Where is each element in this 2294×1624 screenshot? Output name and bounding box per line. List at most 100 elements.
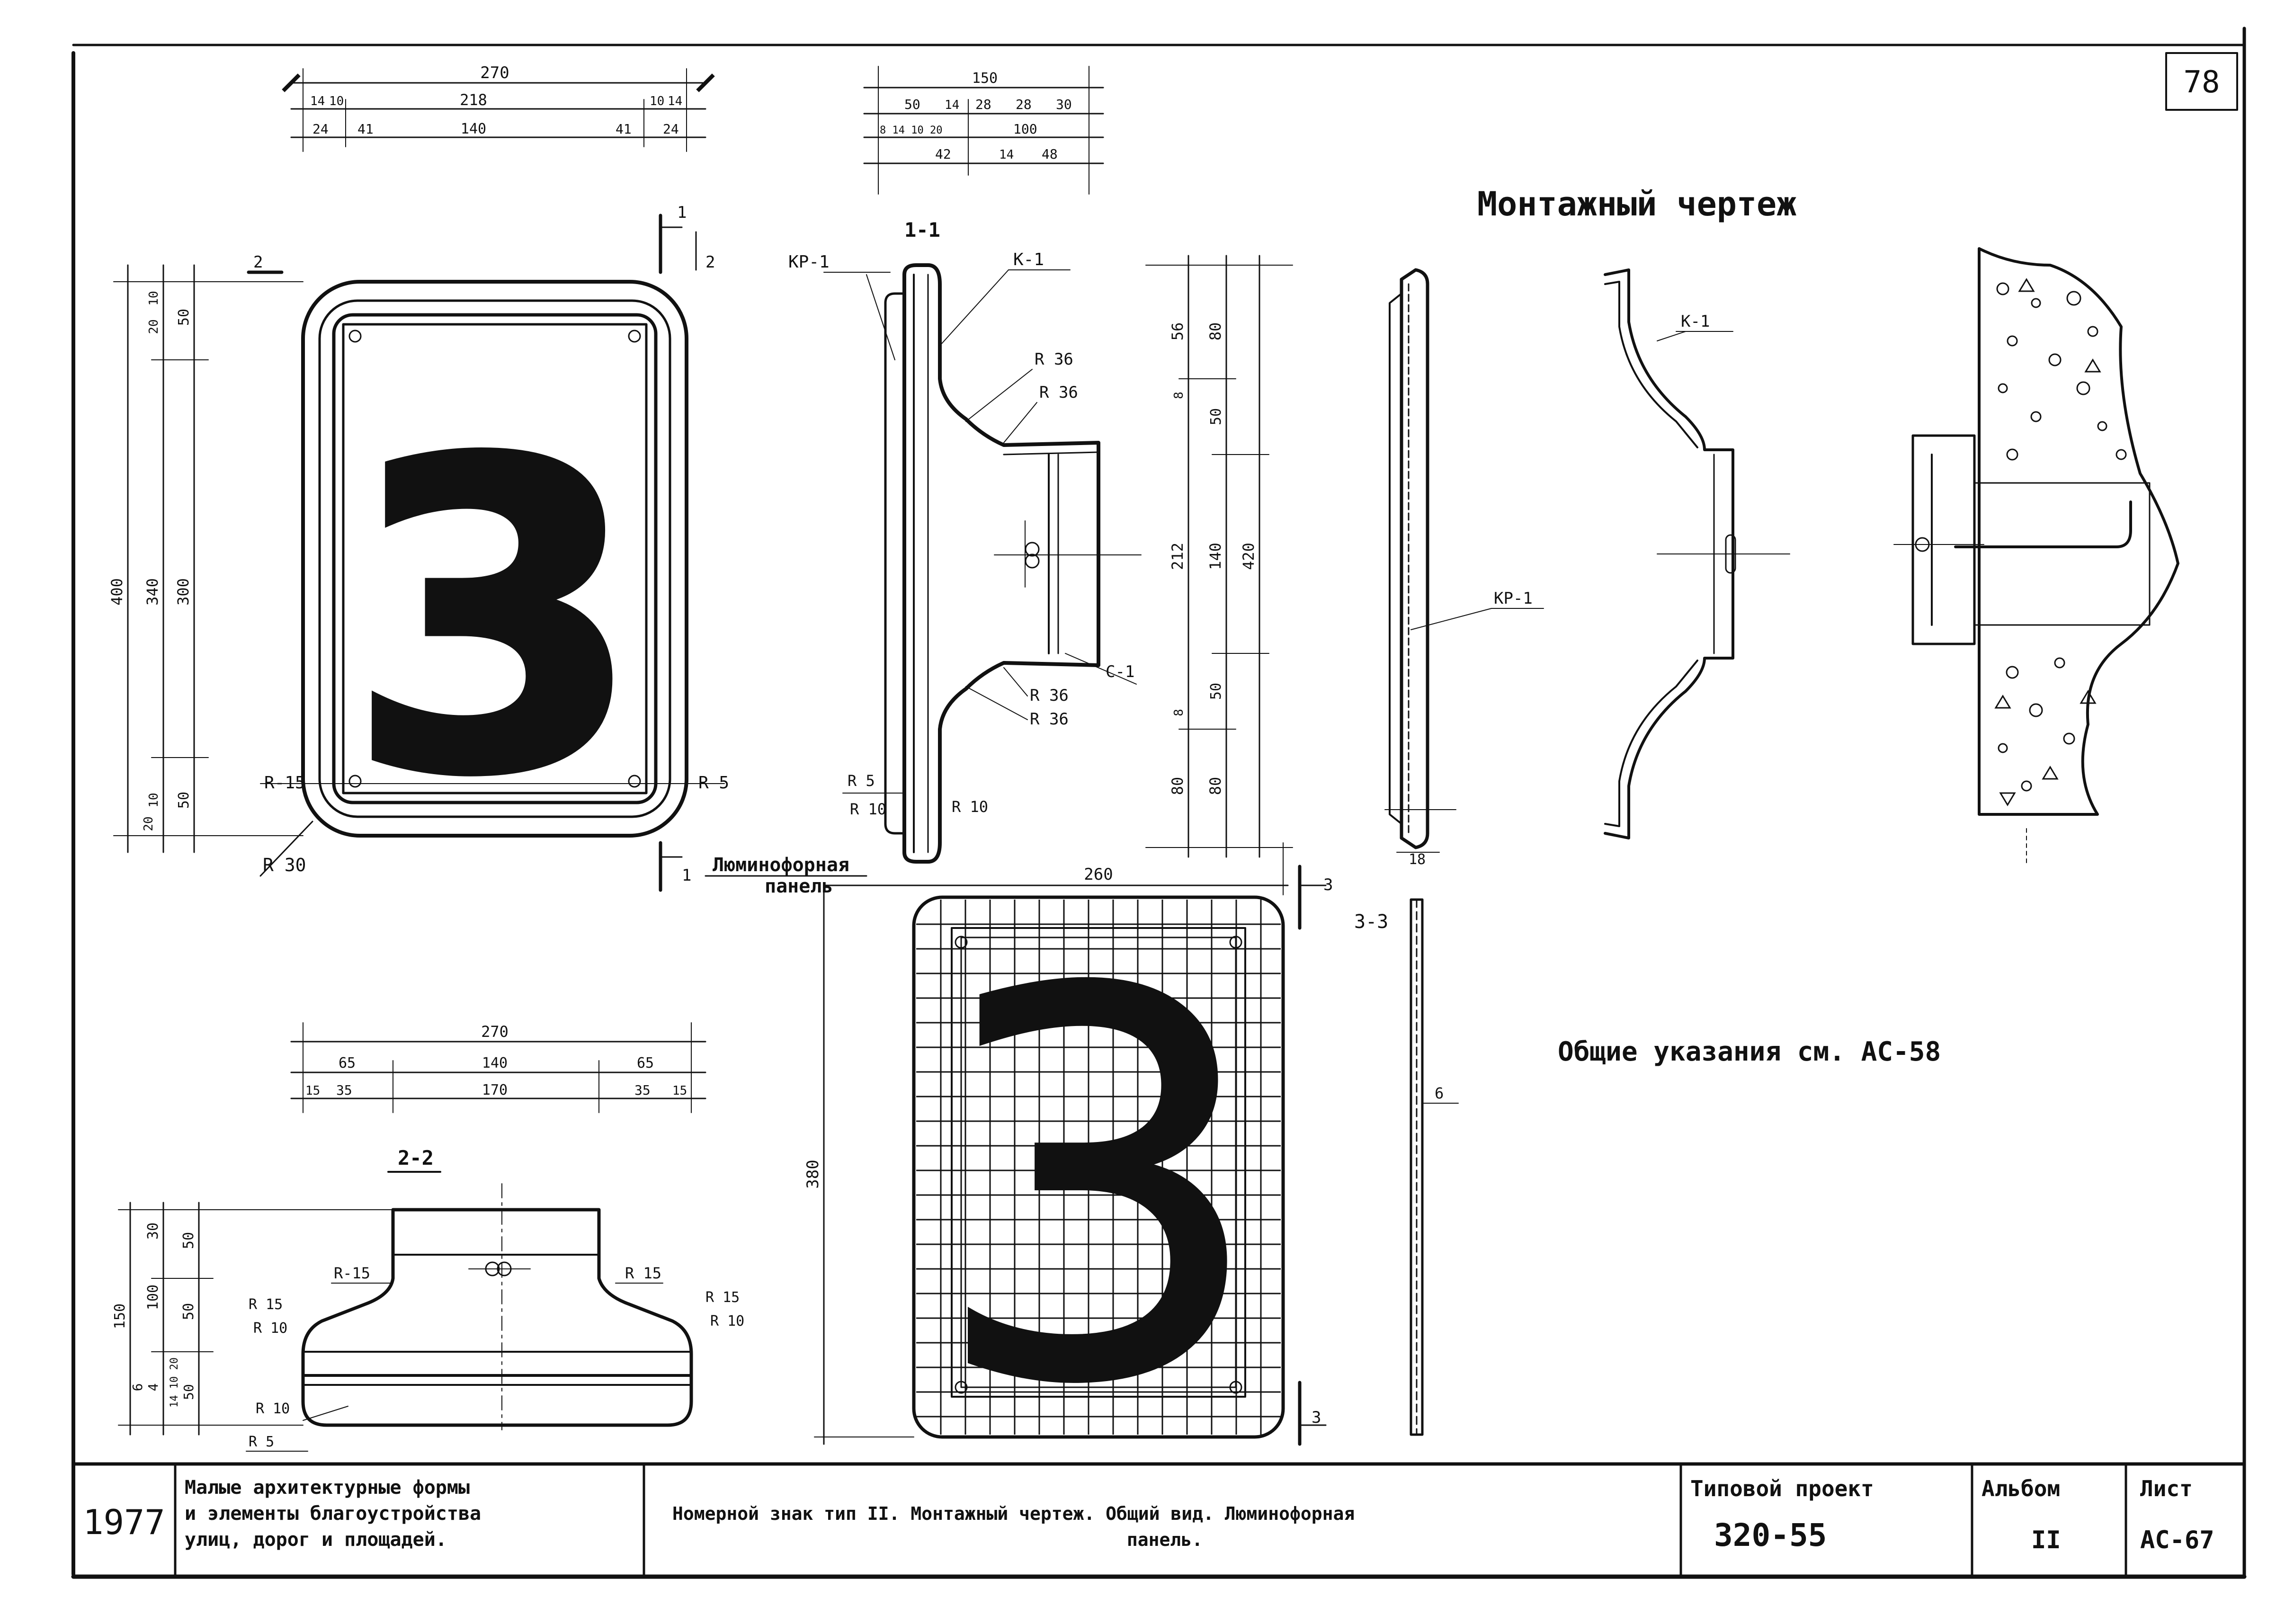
panel-digit: 3 bbox=[930, 881, 1268, 1499]
front-r15: R-15 bbox=[264, 773, 305, 793]
s22-dims-top: 270 65 140 65 15 35 170 35 15 bbox=[290, 1022, 706, 1113]
dim-t10: 10 bbox=[147, 291, 161, 305]
s22-r15c: R 15 bbox=[249, 1296, 283, 1313]
luminophore-panel: 3 260 380 3 3 bbox=[803, 842, 1333, 1501]
tb-album-value: II bbox=[2031, 1526, 2061, 1554]
dim-t50: 50 bbox=[176, 309, 192, 326]
s22-dim-65a: 65 bbox=[339, 1055, 356, 1071]
tb-desc-1: Номерной знак тип II. Монтажный чертеж. … bbox=[672, 1503, 1355, 1524]
luminophore-label-1: Люминофорная bbox=[713, 854, 849, 876]
front-r30: R 30 bbox=[263, 855, 306, 875]
s11-dim-212: 212 bbox=[1169, 543, 1187, 570]
s22-dim-270: 270 bbox=[481, 1023, 509, 1041]
section-2-2-label: 2-2 bbox=[398, 1146, 434, 1169]
s11-r10a: R 10 bbox=[850, 800, 886, 818]
general-notes: Общие указания см. АС-58 bbox=[1558, 1036, 1941, 1067]
tb-org-2: и элементы благоустройства bbox=[185, 1503, 481, 1525]
front-digit: 3 bbox=[347, 372, 643, 868]
s11-dim-28a: 28 bbox=[975, 97, 991, 112]
s11-r36b: R 36 bbox=[1039, 383, 1078, 402]
s11-dim-30: 30 bbox=[1056, 97, 1072, 112]
s11-r36d: R 36 bbox=[1030, 710, 1069, 729]
s11-dim-14b: 14 bbox=[999, 148, 1014, 162]
s22-dim-15b: 15 bbox=[672, 1084, 687, 1098]
s22-dim-35b: 35 bbox=[634, 1082, 651, 1098]
tb-desc-2: панель. bbox=[1127, 1529, 1203, 1550]
mount-k1: К-1 bbox=[1681, 312, 1710, 331]
dim-14a: 14 bbox=[310, 94, 325, 108]
mount-plate-view: КР-1 18 bbox=[1384, 268, 1544, 868]
section-1-1-label: 1-1 bbox=[904, 218, 940, 241]
s22-dim-170: 170 bbox=[482, 1082, 508, 1098]
dim-b10: 10 bbox=[147, 793, 161, 807]
dim-270: 270 bbox=[480, 63, 509, 82]
s11-dim-48: 48 bbox=[1042, 146, 1058, 162]
s22-r15a: R-15 bbox=[334, 1264, 370, 1282]
s11-dim-50: 50 bbox=[904, 97, 920, 112]
s11-k1: К-1 bbox=[1013, 250, 1044, 269]
dim-218: 218 bbox=[460, 91, 487, 109]
s22-dim-140: 140 bbox=[482, 1055, 508, 1071]
dim-b50: 50 bbox=[176, 792, 192, 809]
section-3-3-label: 3-3 bbox=[1354, 911, 1388, 933]
s22-dim-100: 100 bbox=[145, 1285, 161, 1310]
tb-project-code: 320-55 bbox=[1714, 1517, 1827, 1553]
s11-dim-50a: 50 bbox=[1208, 408, 1224, 425]
s11-c1: С-1 bbox=[1106, 662, 1134, 681]
s22-dim-65b: 65 bbox=[637, 1055, 654, 1071]
s11-dim-42: 42 bbox=[935, 146, 951, 162]
cut-3a: 3 bbox=[1323, 875, 1333, 894]
mount-d18: 18 bbox=[1409, 851, 1426, 868]
s11-dim-28b: 28 bbox=[1016, 97, 1032, 112]
section-2-2: 2-2 R-15 R 15 R 15 R 10 R 15 R 10 R 10 R… bbox=[246, 1146, 744, 1452]
drawing-title: Монтажный чертеж bbox=[1477, 185, 1796, 223]
mount-kr1: КР-1 bbox=[1494, 589, 1533, 608]
cut-1a: 1 bbox=[677, 203, 687, 222]
dim-300: 300 bbox=[174, 578, 192, 606]
front-r5: R 5 bbox=[698, 773, 729, 793]
cut-3b: 3 bbox=[1312, 1408, 1321, 1427]
s11-dim-140: 140 bbox=[1206, 543, 1224, 570]
sheet-frame bbox=[71, 27, 2247, 1579]
s11-r36a: R 36 bbox=[1035, 350, 1073, 369]
s11-dim-14: 14 bbox=[945, 98, 959, 112]
s11-dim-8a: 8 bbox=[1172, 392, 1186, 399]
s11-dim-50b: 50 bbox=[1208, 683, 1224, 700]
title-block: 1977 Малые архитектурные формы и элемент… bbox=[83, 1463, 2214, 1578]
luminophore-label-2: панель bbox=[765, 875, 833, 897]
s11-dim-small: 8 14 10 20 bbox=[880, 125, 942, 136]
panel-height: 380 bbox=[803, 1160, 822, 1188]
s22-r10b: R 10 bbox=[710, 1313, 744, 1330]
s11-dims-right: 420 56 80 8 50 212 140 8 50 80 80 bbox=[1145, 255, 1293, 858]
s11-r5: R 5 bbox=[848, 772, 875, 790]
s11-dim-80b: 80 bbox=[1169, 777, 1187, 795]
panel-thickness: 6 bbox=[1435, 1084, 1444, 1102]
s22-dim-15a: 15 bbox=[305, 1084, 320, 1098]
dim-24b: 24 bbox=[663, 121, 679, 137]
s11-dim-100: 100 bbox=[1013, 121, 1037, 137]
tb-org-1: Малые архитектурные формы bbox=[185, 1477, 470, 1499]
tb-sheet-label: Лист bbox=[2140, 1476, 2193, 1501]
s11-r36c: R 36 bbox=[1030, 686, 1069, 705]
s22-dim-30: 30 bbox=[145, 1222, 161, 1240]
s22-r15b: R 15 bbox=[625, 1264, 661, 1282]
corner-number: 78 bbox=[2183, 65, 2220, 100]
dim-14b: 14 bbox=[668, 94, 682, 108]
s11-r10b: R 10 bbox=[952, 798, 988, 816]
dim-10a: 10 bbox=[329, 94, 344, 108]
s22-dim-small: 14 10 20 bbox=[169, 1357, 180, 1408]
dim-10b: 10 bbox=[650, 94, 664, 108]
s22-r10a: R 10 bbox=[253, 1320, 287, 1337]
s22-dim-150: 150 bbox=[112, 1303, 128, 1329]
tb-sheet-value: АС-67 bbox=[2140, 1526, 2214, 1554]
s22-dim-4: 4 bbox=[145, 1383, 161, 1392]
front-dims-top: 270 218 14 10 10 14 24 41 140 41 24 bbox=[282, 63, 715, 152]
s11-dim-420: 420 bbox=[1240, 543, 1258, 570]
dim-24a: 24 bbox=[312, 121, 329, 137]
s22-r15d: R 15 bbox=[705, 1289, 740, 1306]
cut-1b: 1 bbox=[682, 866, 691, 885]
tb-org-3: улиц, дорог и площадей. bbox=[185, 1529, 447, 1551]
s11-dim-80c: 80 bbox=[1206, 777, 1224, 795]
panel-width: 260 bbox=[1084, 865, 1113, 884]
